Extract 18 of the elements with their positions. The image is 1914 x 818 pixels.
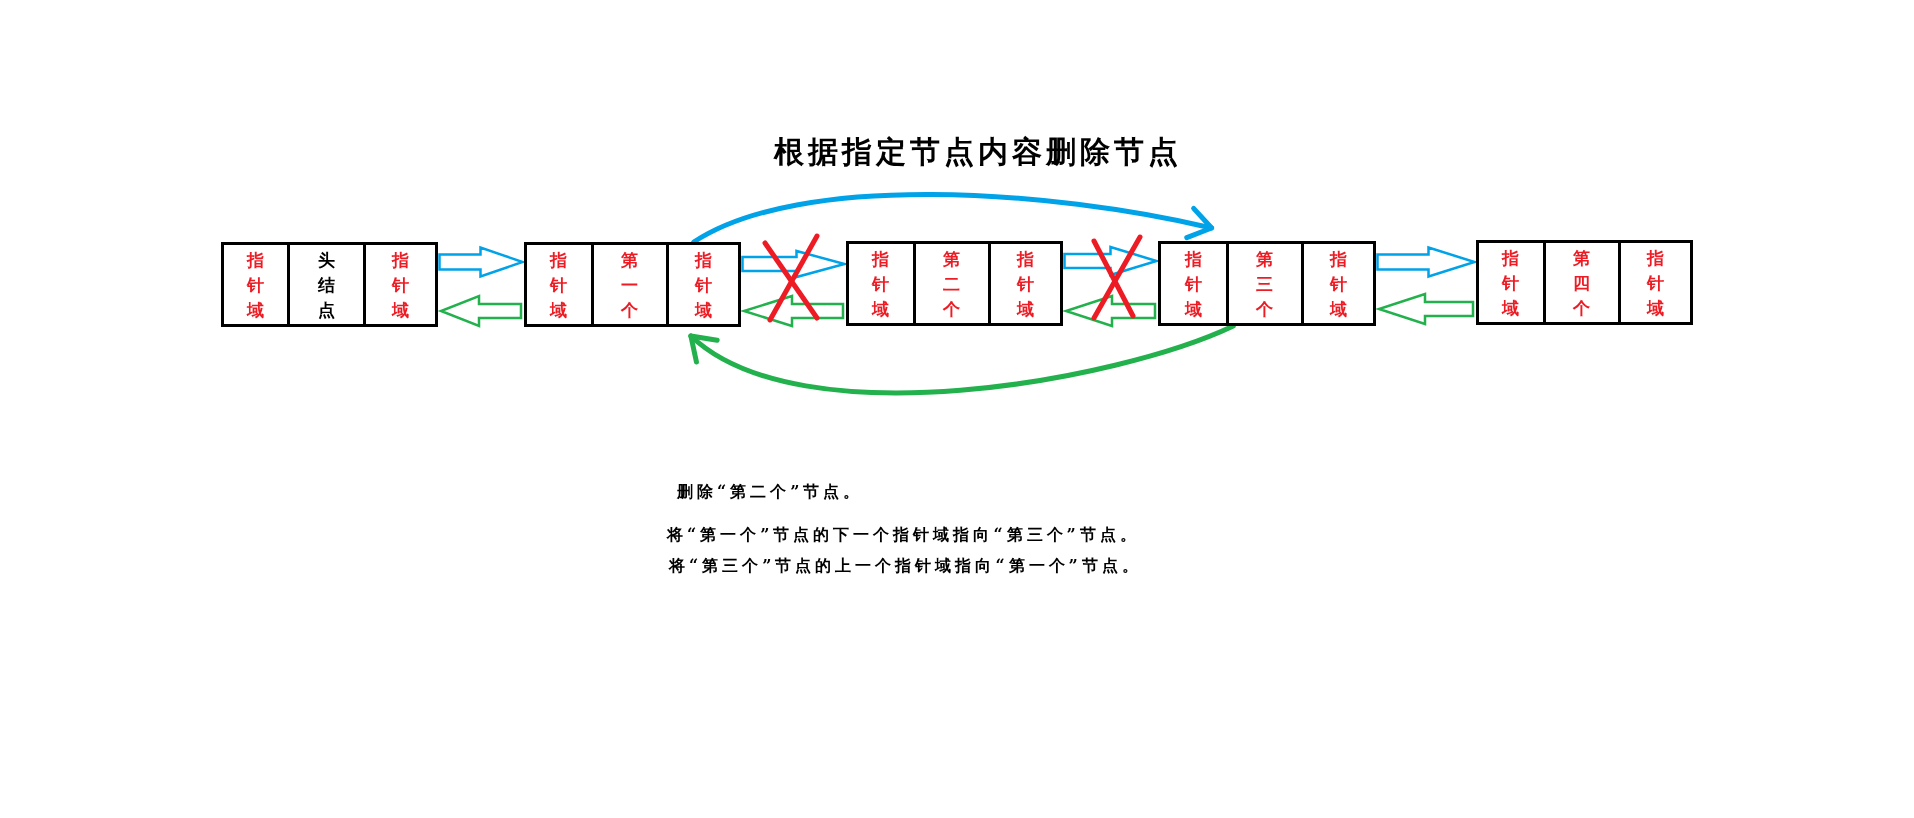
note-text: 将“第一个”节点的下一个指针域指向“第三个”节点。 (667, 525, 1140, 545)
block-arrow (438, 245, 527, 279)
list-node-box (846, 241, 1063, 326)
block-arrow (739, 294, 845, 328)
block-arrow (437, 294, 523, 328)
block-arrow (1374, 292, 1475, 326)
diagram-title: 根据指定节点内容删除节点 (774, 134, 1182, 170)
curved-arrow (688, 323, 1236, 396)
note-text: 删除“第二个”节点。 (677, 482, 864, 502)
list-node-box (1158, 241, 1376, 326)
block-arrow (1376, 245, 1479, 279)
block-arrow (1063, 245, 1161, 277)
list-node-box (1476, 240, 1693, 325)
curved-arrow (691, 192, 1215, 245)
list-node-box (221, 242, 438, 327)
note-text: 将“第三个”节点的上一个指针域指向“第一个”节点。 (669, 556, 1142, 576)
block-arrow (1061, 294, 1157, 328)
list-node-box (524, 242, 741, 327)
